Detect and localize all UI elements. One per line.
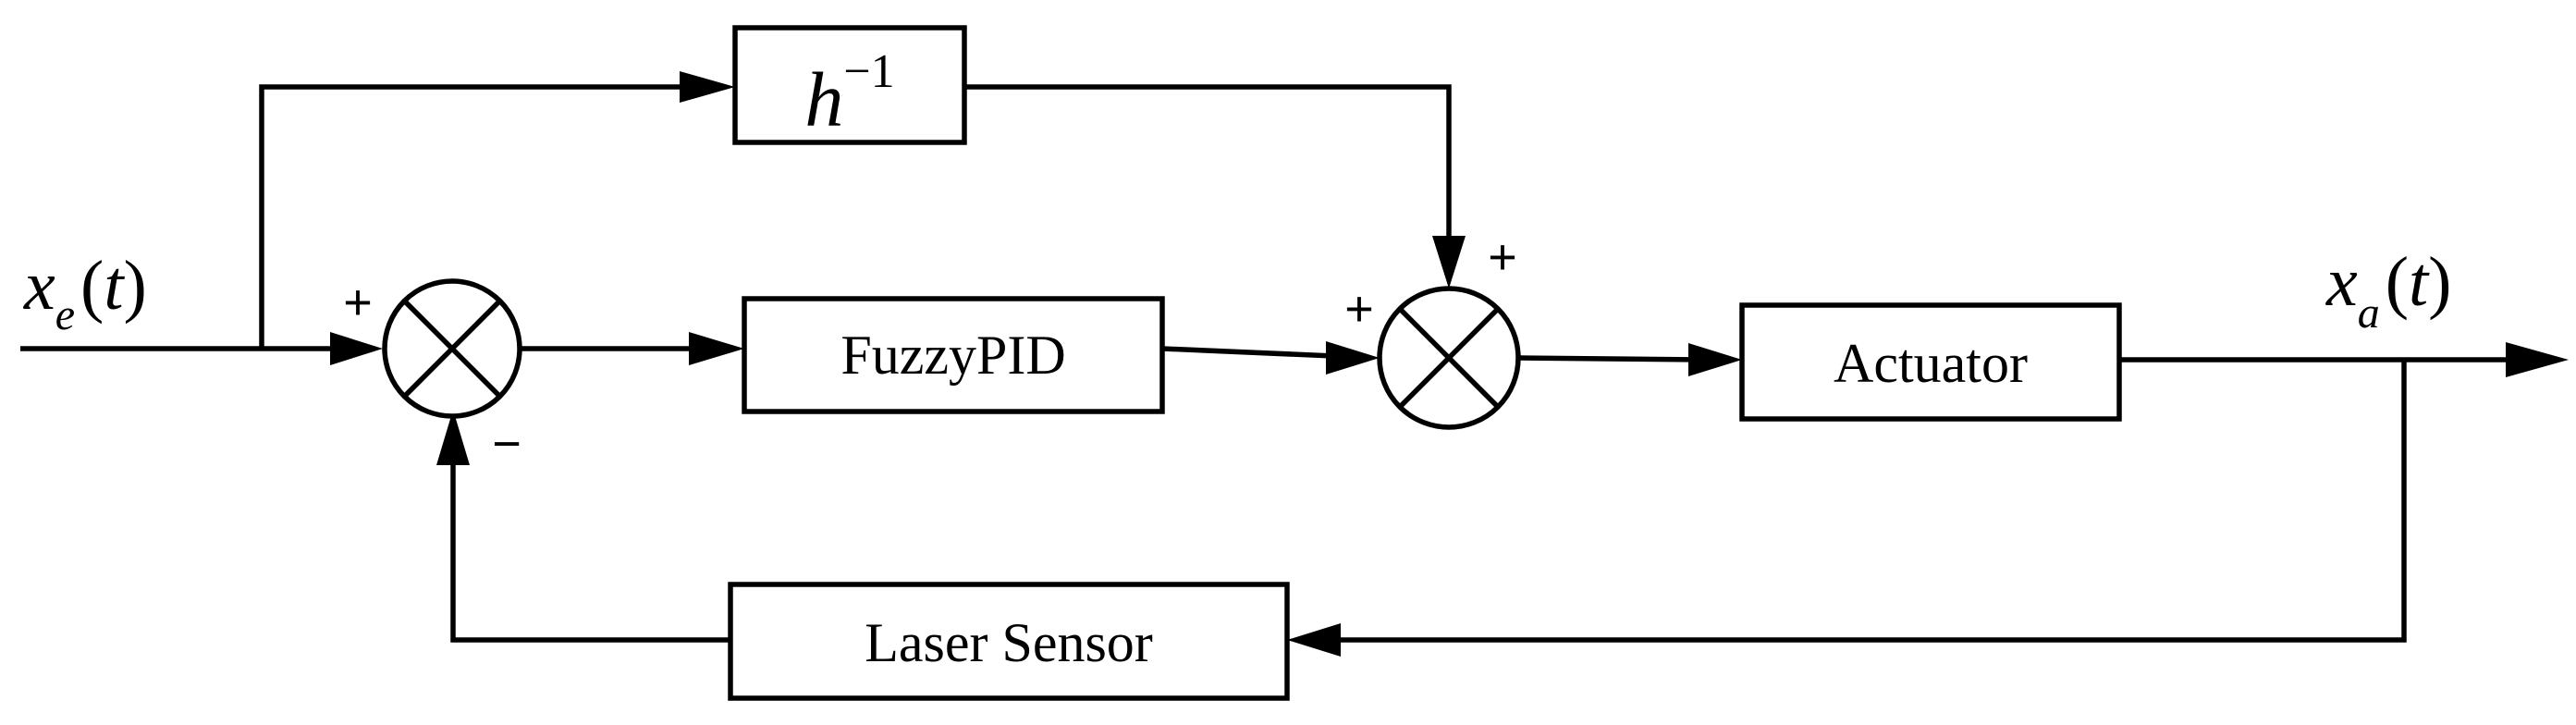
h-inverse-exponent: −1 bbox=[843, 45, 894, 98]
sensor-feedback-line bbox=[450, 458, 730, 643]
summing-junction-1 bbox=[382, 278, 522, 419]
sum1-plus-sign: + bbox=[343, 275, 373, 330]
arrowhead-to-sum2-top bbox=[1432, 236, 1466, 289]
arrowhead-to-sum1-bottom bbox=[436, 410, 470, 465]
actuator-label: Actuator bbox=[1834, 333, 2028, 394]
h-inverse-block: h−1 bbox=[732, 25, 967, 145]
arrowhead-output bbox=[2506, 342, 2569, 377]
fuzzypid-block: FuzzyPID bbox=[742, 296, 1165, 414]
arrowhead-to-sum2-left bbox=[1326, 341, 1380, 375]
arrowhead-to-sum1-left bbox=[330, 332, 383, 365]
fuzzypid-label: FuzzyPID bbox=[840, 325, 1065, 386]
sum2-top-plus-sign: + bbox=[1488, 229, 1517, 285]
arrowhead-to-fuzzypid bbox=[689, 332, 744, 365]
feedforward-branch-line bbox=[259, 84, 689, 349]
laser-sensor-block: Laser Sensor bbox=[728, 582, 1290, 701]
actuator-input-line bbox=[1518, 355, 1704, 362]
sum1-minus-sign: − bbox=[492, 416, 521, 472]
svg-text:h−1: h−1 bbox=[804, 45, 894, 143]
input-signal-label: xe(t) bbox=[23, 247, 147, 339]
summing-junction-2 bbox=[1377, 286, 1521, 430]
feedback-path-line bbox=[1331, 360, 2407, 643]
arrowhead-to-laser-sensor bbox=[1287, 623, 1341, 657]
actuator-block: Actuator bbox=[1739, 302, 2122, 422]
h-inverse-base: h bbox=[804, 57, 843, 143]
arrowhead-to-actuator bbox=[1688, 343, 1742, 376]
feedforward-to-sum-line bbox=[964, 84, 1452, 245]
arrowhead-to-h-inverse bbox=[680, 71, 735, 103]
controller-output-line bbox=[1161, 346, 1335, 359]
sum2-left-plus-sign: + bbox=[1344, 281, 1374, 337]
laser-sensor-label: Laser Sensor bbox=[865, 612, 1153, 673]
output-signal-label: xa(t) bbox=[2325, 243, 2451, 338]
